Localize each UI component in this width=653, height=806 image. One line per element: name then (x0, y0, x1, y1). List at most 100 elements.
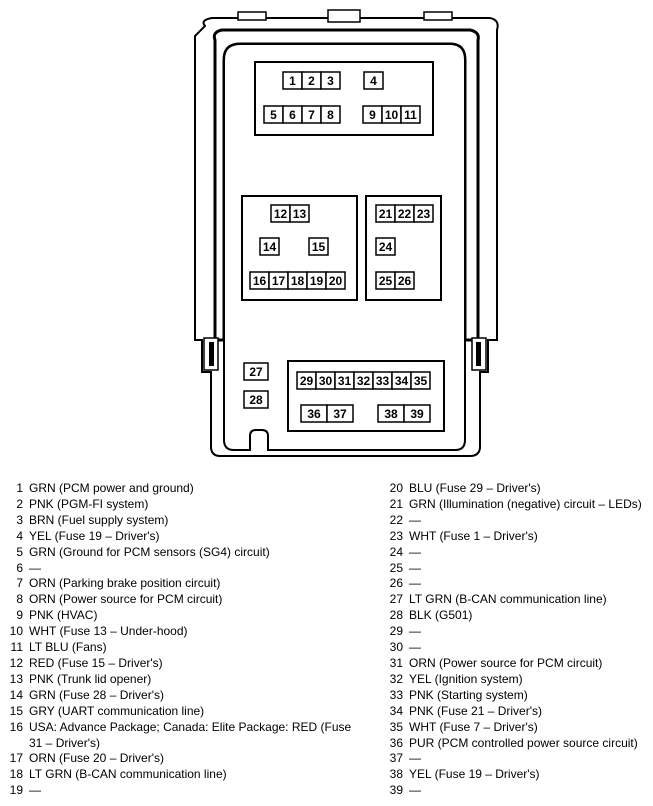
latch-left-inner (209, 342, 214, 366)
legend-number: 28 (389, 608, 403, 623)
cavity-15 (308, 237, 329, 256)
legend-number: 3 (16, 512, 23, 527)
legend-description: USA: Advance Package; Canada: Elite Pack… (29, 719, 352, 750)
cavity-4 (363, 71, 384, 90)
legend-description: BLK (G501) (409, 608, 473, 623)
legend-number: 32 (389, 671, 403, 686)
legend-description: WHT (Fuse 1 – Driver's) (409, 528, 538, 543)
cavity-label-19: 19 (310, 274, 324, 288)
legend-number: 29 (389, 624, 403, 639)
legend-row: 6— (6, 561, 366, 577)
cavity-26 (394, 271, 415, 290)
cavity-11 (400, 105, 421, 124)
cavity-label-7: 7 (308, 108, 315, 122)
cavity-label-35: 35 (414, 374, 428, 388)
cavity-label-6: 6 (289, 108, 296, 122)
legend-description: — (409, 624, 421, 639)
cavity-label-8: 8 (327, 108, 334, 122)
legend-description: — (29, 560, 41, 575)
cavity-3 (320, 71, 341, 90)
legend-number: 12 (9, 655, 23, 670)
cavity-label-9: 9 (369, 108, 376, 122)
legend-description: LT GRN (B-CAN communication line) (29, 767, 227, 782)
legend-description: PUR (PCM controlled power source circuit… (409, 735, 638, 750)
legend-number: 22 (389, 512, 403, 527)
legend-description: GRY (UART communication line) (29, 703, 205, 718)
legend-number: 19 (9, 783, 23, 798)
cavity-27 (243, 362, 269, 381)
legend-number: 20 (389, 481, 403, 495)
legend-description: YEL (Ignition system) (409, 671, 523, 686)
cavity-block-middle-left (241, 195, 358, 301)
legend-description: WHT (Fuse 13 – Under-hood) (29, 624, 188, 639)
legend-description: RED (Fuse 15 – Driver's) (29, 655, 163, 670)
cavity-block-middle-right (365, 195, 442, 301)
legend-number: 21 (389, 496, 403, 511)
legend-row: 28 BLK (G501) (386, 608, 651, 624)
legend-row: 19 — (6, 783, 366, 799)
cavity-label-33: 33 (376, 374, 390, 388)
legend-number: 14 (9, 687, 23, 702)
connector-housing-outer (194, 17, 499, 457)
cavity-label-14: 14 (263, 240, 277, 254)
legend-description: GRN (Illumination (negative) circuit – L… (409, 496, 642, 511)
legend-number: 11 (10, 640, 23, 655)
cavity-label-34: 34 (395, 374, 409, 388)
legend-number: 6 (16, 560, 23, 575)
legend-row: 37— (386, 751, 651, 767)
legend-number: 39 (389, 783, 403, 798)
legend-number: 23 (389, 528, 403, 543)
legend-number: 35 (389, 719, 403, 734)
legend-number: 15 (9, 703, 23, 718)
legend-description: — (409, 544, 421, 559)
cavity-block-bottom (287, 360, 445, 432)
cavity-24 (375, 237, 396, 256)
cavity-label-1: 1 (289, 74, 296, 88)
legend-description: — (29, 783, 41, 798)
legend-number: 24 (389, 544, 403, 559)
top-tab-center (327, 9, 361, 23)
cavity-label-29: 29 (300, 374, 314, 388)
legend-row: 24 — (386, 545, 651, 561)
legend-description: YEL (Fuse 19 – Driver's) (409, 767, 540, 782)
cavity-label-10: 10 (385, 108, 399, 122)
cavity-label-21: 21 (379, 207, 393, 221)
legend-description: — (409, 751, 421, 766)
cavity-label-18: 18 (291, 274, 305, 288)
legend-row: 14 GRN (Fuse 28 – Driver's) (6, 688, 366, 704)
cavity-28 (243, 390, 269, 409)
legend-description: — (409, 640, 421, 655)
legend-number: 25 (389, 560, 403, 575)
cavity-label-24: 24 (379, 240, 393, 254)
legend-description: PNK (PGM-FI system) (29, 496, 149, 511)
legend-number: 9 (16, 608, 23, 623)
legend-number: 10 (9, 624, 23, 639)
legend-number: 7 (16, 576, 23, 591)
legend-description: PNK (HVAC) (29, 608, 98, 623)
cavity-label-36: 36 (307, 407, 321, 421)
cavity-label-15: 15 (312, 240, 326, 254)
legend-number: 30 (389, 640, 403, 655)
legend-number: 26 (389, 576, 403, 591)
legend-description: LT GRN (B-CAN communication line) (409, 592, 607, 607)
cavity-label-27: 27 (249, 365, 263, 379)
legend-row: 22— (386, 513, 651, 529)
legend-description: GRN (Fuse 28 – Driver's) (29, 687, 164, 702)
cavity-label-11: 11 (404, 108, 417, 122)
legend-number: 1 (16, 481, 23, 495)
legend-row: 10 WHT (Fuse 13 – Under-hood) (6, 624, 366, 640)
